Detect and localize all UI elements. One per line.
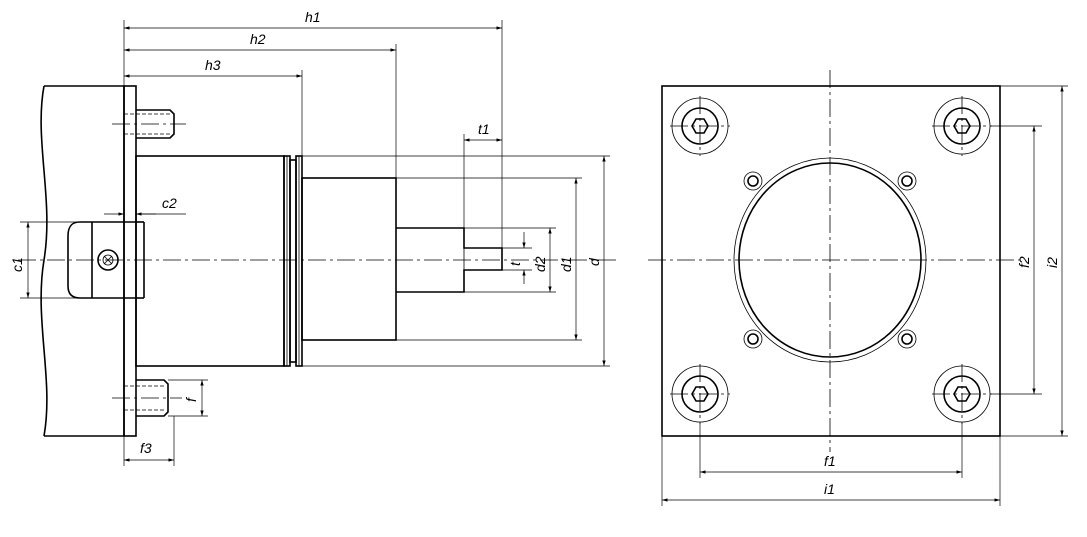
corner-bolt-bottom-left: [670, 364, 730, 424]
dim-label-d: d: [586, 257, 602, 266]
dim-label-h2: h2: [250, 31, 266, 47]
dim-label-t: t: [507, 261, 523, 266]
bottom-screw: [112, 379, 182, 417]
bore-inner-ring: [738, 162, 922, 358]
pilot-spigot: [301, 177, 397, 341]
dim-label-c2: c2: [162, 195, 177, 211]
corner-bolt-top-right: [932, 96, 992, 156]
dim-label-f: f: [183, 396, 199, 402]
square-flange: [661, 85, 1001, 437]
dim-label-d2: d2: [532, 256, 548, 272]
dim-label-h1: h1: [305, 9, 321, 25]
seal-grooves: [283, 155, 303, 367]
side-view: h1 h2 h3 t1 c2 c1 t d2: [9, 9, 620, 466]
dim-label-f1: f1: [824, 453, 836, 469]
flange-plate: [123, 85, 137, 437]
corner-bolt-top-left: [670, 96, 730, 156]
dim-label-h3: h3: [205, 57, 221, 73]
dim-label-c1: c1: [9, 257, 25, 272]
dim-label-f2: f2: [1016, 256, 1032, 268]
drive-shaft: [396, 227, 503, 293]
wall-break-line: [40, 85, 48, 437]
dim-label-d1: d1: [558, 256, 574, 272]
dim-label-i1: i1: [824, 481, 835, 497]
front-view: f2 i2 f1 i1: [648, 70, 1068, 506]
small-threaded-holes: [743, 171, 917, 349]
bore-outer-ring: [733, 157, 927, 363]
dim-label-t1: t1: [478, 121, 490, 137]
dim-label-i2: i2: [1044, 257, 1060, 268]
top-screw: [112, 109, 186, 139]
corner-bolt-bottom-right: [932, 364, 992, 424]
main-body: [135, 155, 285, 367]
dim-label-f3: f3: [140, 440, 152, 456]
